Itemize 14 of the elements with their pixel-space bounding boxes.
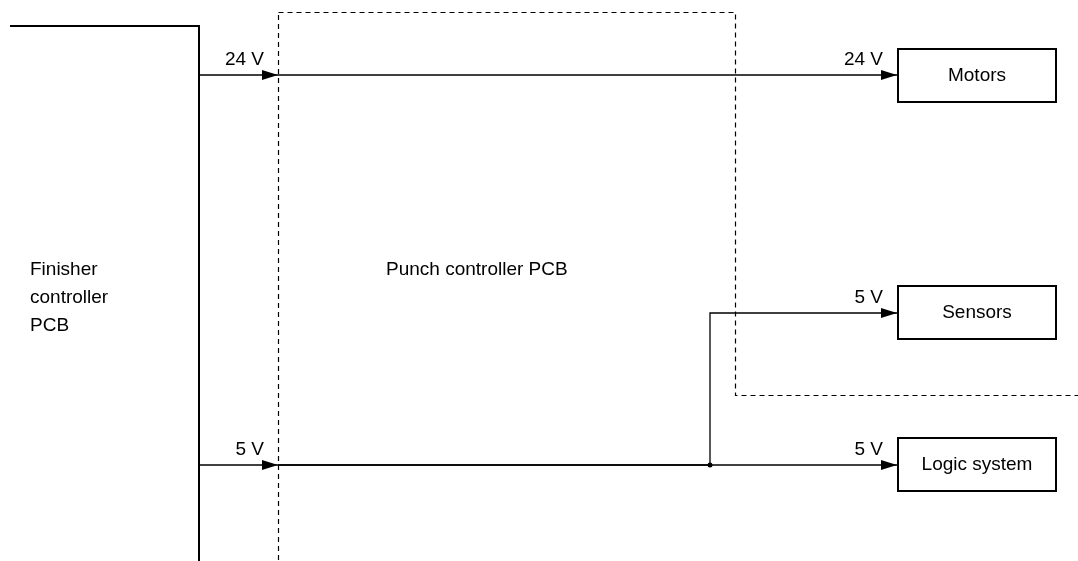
pcb-region bbox=[278, 12, 1078, 561]
edge-label: 24 V bbox=[843, 48, 883, 70]
edge-label: 5 V bbox=[854, 438, 883, 460]
arrow bbox=[199, 70, 279, 80]
arrow bbox=[277, 70, 898, 80]
edge-label: 5 V bbox=[854, 286, 883, 308]
component-box: Logic system bbox=[897, 437, 1057, 492]
edge-label: 24 V bbox=[224, 48, 264, 70]
pcb-block bbox=[10, 25, 200, 561]
arrow bbox=[277, 460, 898, 470]
node-label: Punch controller PCB bbox=[386, 257, 568, 281]
node-label: Finisher controller PCB bbox=[30, 257, 110, 337]
edge-label: 5 V bbox=[235, 438, 264, 460]
arrow bbox=[199, 460, 279, 470]
